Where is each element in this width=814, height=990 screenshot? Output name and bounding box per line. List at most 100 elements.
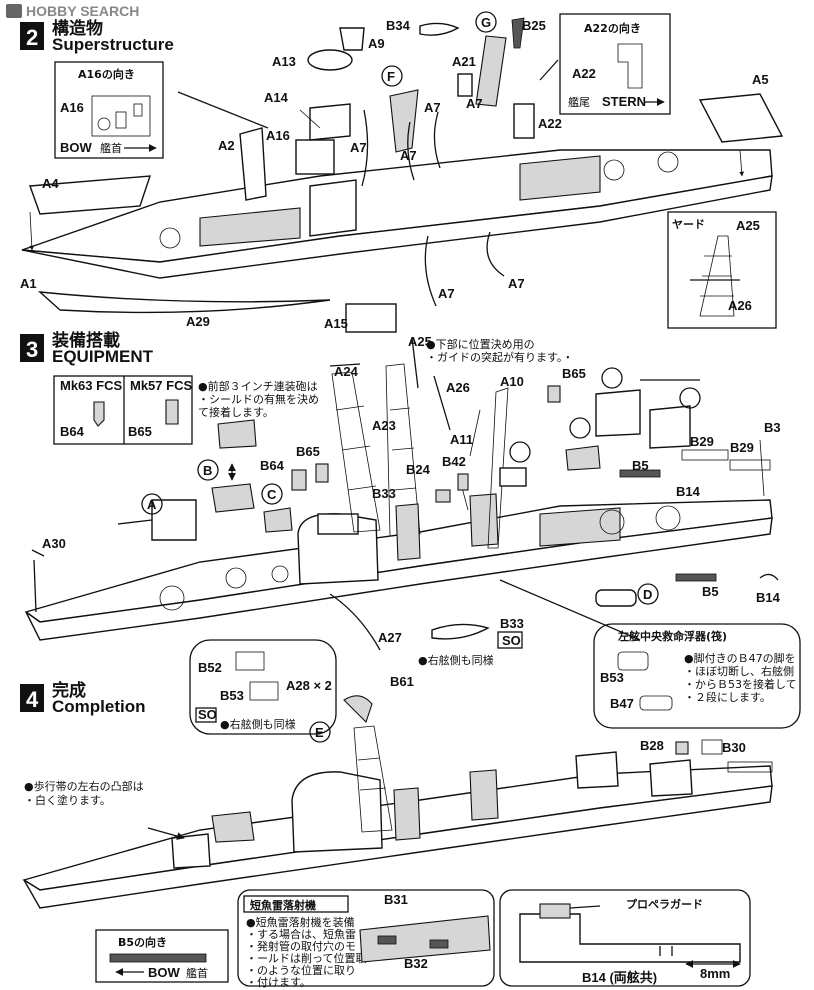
callouts-step3: A B C D: [141, 367, 701, 605]
b42-part: [457, 473, 469, 491]
inset-a22-frame: [559, 13, 671, 115]
a27-rail: [329, 593, 381, 651]
label-a4: A4: [42, 176, 59, 191]
step-3-number: 3: [26, 337, 38, 362]
inset-a22-stern-jp: 艦尾: [568, 95, 590, 109]
callout-c: C: [267, 487, 277, 502]
inset-torpedo-launcher: 短魚雷落射機 B31 B32 ●短魚雷落射機を装備 ・する場合は、短魚雷 ・発射…: [237, 889, 495, 989]
inset-raft-parts: B52 B53 SO ●右舷側も同様: [189, 639, 337, 735]
a16-part-sketch: [91, 95, 151, 137]
label-a25: A25: [408, 334, 432, 349]
label-b14-lower: B14: [756, 590, 781, 605]
inset-a22-orientation: A22の向き A22 艦尾 STERN: [559, 13, 671, 115]
label-b53: B53: [220, 688, 244, 703]
inset-a22-title: A22の向き: [584, 21, 641, 35]
part-d-rear: [595, 589, 637, 607]
inset-life-raft-b53: B53: [600, 670, 624, 685]
raft-note-2: ・ほぼ切断し、右舷側: [684, 664, 794, 678]
starboard-same-1: ●右舷側も同様: [418, 653, 494, 667]
label-b30: B30: [722, 740, 746, 755]
inset-life-raft-b47: B47: [610, 696, 634, 711]
inset-a16-title: A16の向き: [78, 67, 135, 81]
gun-mount-a-rear: [595, 389, 641, 437]
callout-g: G: [481, 15, 491, 30]
label-b33-upper: B33: [372, 486, 396, 501]
propeller-guard-dimension: 8mm: [700, 966, 730, 981]
so-badge-1-text: SO: [502, 633, 521, 648]
mast-a23: [385, 363, 421, 537]
inset-fcs-frame: [53, 375, 193, 445]
inset-life-raft: 左舷中央救命浮器(筏) B53 B47 ●脚付きのＢ47の脚を ・ほぼ切断し、右…: [593, 623, 801, 729]
gun-mount-b-front: [211, 483, 255, 513]
step-3-title-en: EQUIPMENT: [52, 347, 154, 366]
watermark-logo: HOBBY SEARCH: [6, 3, 139, 19]
inset-raft-parts-frame: [189, 639, 337, 735]
step-2-number: 2: [26, 25, 38, 50]
inset-torpedo-frame: [237, 889, 495, 987]
step-2-section: 2 構造物 Superstructure A16の向き A16 BOW 艦首 A…: [20, 11, 784, 333]
inset-life-raft-title: 左舷中央救命浮器(筏): [617, 629, 727, 643]
torpedo-note-6: ・付けます。: [246, 976, 311, 989]
label-a7-6: A7: [508, 276, 525, 291]
callout-d: D: [643, 587, 652, 602]
b64-part: [291, 469, 307, 491]
callout-g-circle: [475, 11, 497, 33]
b34-boat: [419, 22, 460, 36]
b5-upper: [619, 469, 661, 478]
b29-row-2: [729, 459, 771, 471]
b14-part: [759, 573, 779, 581]
label-b33-lower: B33: [500, 616, 524, 631]
label-b65-2: B65: [562, 366, 586, 381]
label-a7-5: A7: [438, 286, 455, 301]
gun-mount-a-rear-2: [649, 405, 691, 449]
callout-a-front: A: [147, 497, 157, 512]
note-walkway-2: ・白く塗ります。: [24, 793, 111, 807]
inset-torpedo-b32: B32: [404, 956, 428, 971]
gun-mount-b-shield: [217, 419, 257, 449]
label-b64: B64: [260, 458, 285, 473]
a22-part-sketch: [617, 43, 643, 89]
label-a5: A5: [752, 72, 769, 87]
callout-e: E: [315, 725, 324, 740]
step-4-hull-drawing: [22, 695, 773, 909]
so-badge-2: [195, 707, 217, 723]
label-a28: A28 × 2: [286, 678, 332, 693]
label-a23: A23: [372, 418, 396, 433]
b61-radar: [343, 695, 373, 724]
b29-row-1: [681, 449, 729, 461]
step-4-title-en: Completion: [52, 697, 146, 716]
label-a13: A13: [272, 54, 296, 69]
label-b42: B42: [442, 454, 466, 469]
step-4-number: 4: [26, 687, 39, 712]
b25-part: [511, 17, 525, 49]
inset-yard-a26: A26: [728, 298, 752, 313]
a5-deck-part: [698, 93, 784, 143]
step-3-hull-drawing: [24, 337, 779, 651]
a9-part: [339, 27, 365, 51]
watermark-text: HOBBY SEARCH: [26, 3, 139, 19]
step-2-number-box: [20, 22, 44, 50]
inset-yard-title: ヤード: [672, 218, 705, 231]
label-a9: A9: [368, 36, 385, 51]
inset-a22-stern: STERN: [602, 94, 646, 109]
label-b5-upper: B5: [632, 458, 649, 473]
so-badge-1: [497, 631, 523, 649]
part-c: [263, 507, 293, 533]
label-a11: A11: [450, 432, 473, 447]
torpedo-note-5: ・のような位置に取り: [246, 963, 356, 977]
step-4-title-jp: 完成: [52, 680, 86, 700]
a29-keel-part: [37, 291, 331, 314]
inset-a16-bow-jp: 艦首: [100, 141, 122, 155]
b24-part: [435, 489, 451, 503]
label-a10: A10: [500, 374, 524, 389]
a4-deck-part: [29, 175, 151, 215]
label-a27: A27: [378, 630, 402, 645]
callout-b-front: B: [203, 463, 212, 478]
fcs-b64-label: B64: [60, 424, 85, 439]
inset-yard-a25: A25: [736, 218, 760, 233]
note-walkway-1: ●歩行帯の左右の凸部は: [24, 779, 144, 793]
fcs-b65-label: B65: [128, 424, 152, 439]
a10-mast: [487, 387, 509, 549]
inset-propeller-guard: プロペラガード 8mm B14 (両舷共): [499, 889, 751, 987]
step-2-title-en: Superstructure: [52, 35, 174, 54]
